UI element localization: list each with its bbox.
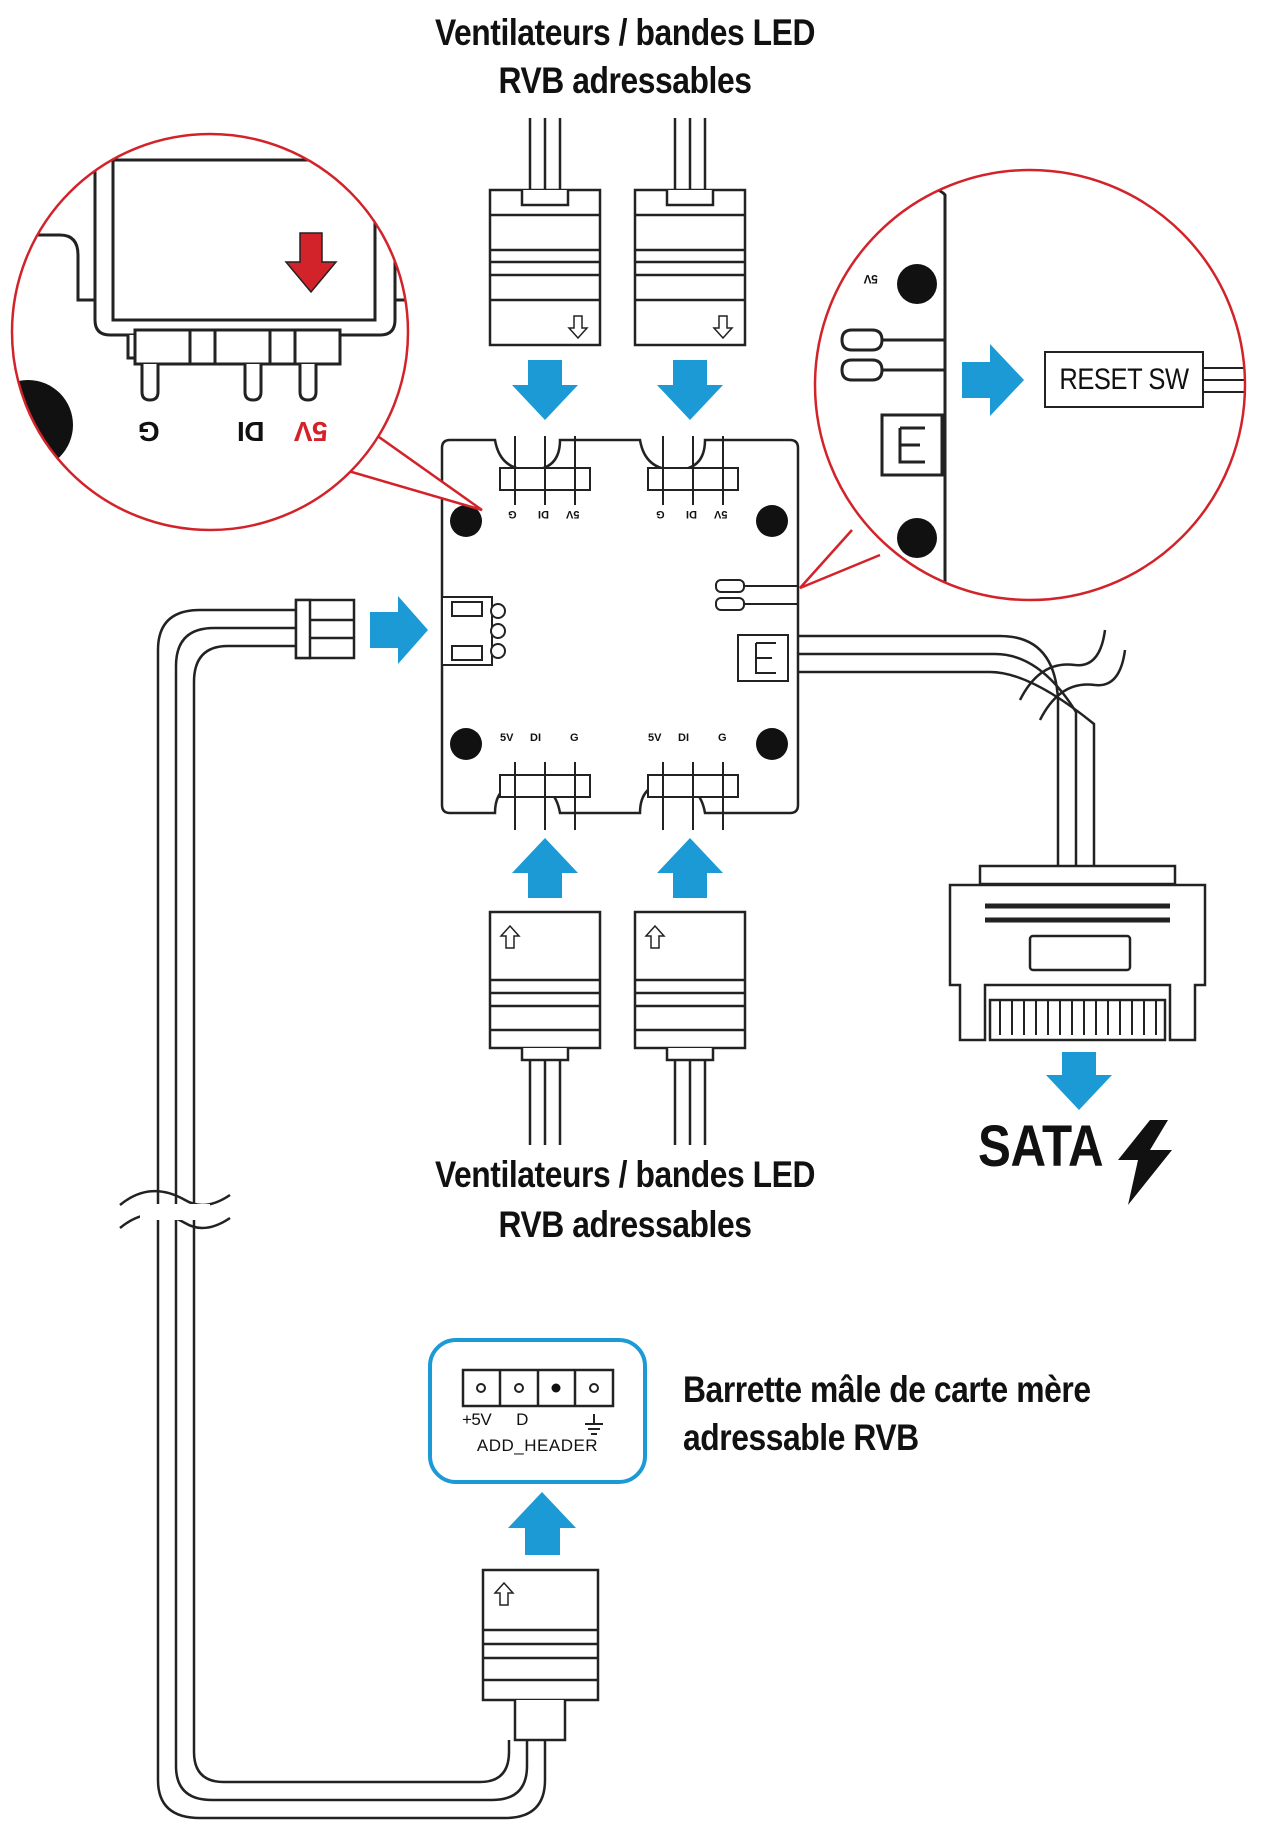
- hub-pin-label: G: [508, 508, 517, 520]
- top-plug-left: [488, 118, 602, 347]
- arrow-up-icon: [499, 924, 521, 949]
- header-name: ADD_HEADER: [476, 1436, 599, 1455]
- hub-pin-label: DI: [686, 508, 697, 520]
- bottom-plug-right: [633, 910, 747, 1145]
- arrow-up-icon: [644, 924, 666, 949]
- header-caption-line2: adressable RVB: [683, 1417, 919, 1458]
- arrow-down-icon: [1046, 1052, 1112, 1110]
- hub-pin-label: DI: [538, 508, 549, 520]
- arrow-right-icon: [962, 344, 1024, 416]
- pin-header-bottom-left: [499, 762, 591, 830]
- hub-input-socket: [441, 596, 506, 666]
- hub-pin-label: 5V: [648, 732, 662, 744]
- header-plug: [481, 1568, 600, 1742]
- hub-pin-label: G: [570, 732, 579, 744]
- hub-pin-label: 5V: [566, 508, 580, 520]
- top-caption-line2: RVB adressables: [498, 60, 752, 101]
- mount-hole: [756, 505, 788, 537]
- pin-header-top-left: [499, 436, 591, 505]
- zoom-pin-5v: 5V: [294, 416, 328, 447]
- reset-sw-label: RESET SW: [1059, 363, 1189, 396]
- ground-icon: [585, 1414, 603, 1435]
- header-pin-d: D: [516, 1410, 528, 1429]
- zoom-pin-5v-right: 5V: [864, 272, 878, 286]
- input-cable: [156, 608, 547, 1820]
- top-plug-right: [633, 118, 747, 347]
- bottom-plug-left: [488, 910, 602, 1145]
- hub-reset-socket: [715, 579, 798, 611]
- sata-label: SATA: [978, 1114, 1104, 1179]
- arrow-up-icon: [493, 1581, 515, 1606]
- blue-arrows: [370, 360, 1112, 1555]
- motherboard-header: [428, 1338, 647, 1484]
- cable-break-right: [1018, 629, 1127, 721]
- mount-hole: [450, 505, 482, 537]
- zoom-pin-di: DI: [237, 416, 265, 447]
- bottom-caption-line1: Ventilateurs / bandes LED: [434, 1154, 816, 1195]
- hub-pin-label: G: [718, 732, 727, 744]
- header-caption-line1: Barrette mâle de carte mère: [683, 1369, 1091, 1410]
- hub-pin-label: G: [656, 508, 665, 520]
- hub-pin-label: DI: [530, 732, 541, 744]
- arrow-down-icon: [284, 232, 338, 294]
- hub-pin-label: DI: [678, 732, 689, 744]
- top-caption-line1: Ventilateurs / bandes LED: [434, 12, 816, 53]
- mount-hole: [450, 728, 482, 760]
- arrow-down-icon: [712, 315, 734, 340]
- zoom-left: [10, 132, 483, 532]
- sata-connector: [948, 864, 1207, 1042]
- arrow-down-icon: [567, 315, 589, 340]
- input-plug: [294, 598, 356, 660]
- zoom-pin-g: G: [138, 416, 160, 447]
- hub-sata-socket: [737, 634, 789, 682]
- arrow-down-icon: [512, 360, 578, 420]
- hub-board: [440, 436, 800, 830]
- lightning-icon: [1118, 1120, 1172, 1205]
- bottom-caption-line2: RVB adressables: [498, 1204, 752, 1245]
- arrow-down-icon: [657, 360, 723, 420]
- cable-break-gap-left: [140, 1204, 210, 1220]
- pin-header-top-right: [647, 436, 739, 505]
- arrow-right-icon: [370, 596, 428, 664]
- mount-hole: [756, 728, 788, 760]
- arrow-up-icon: [657, 838, 723, 898]
- cable-break-left: [119, 1189, 231, 1230]
- hub-pin-label: 5V: [500, 732, 514, 744]
- header-pin-5v: +5V: [462, 1410, 492, 1429]
- hub-pin-label: 5V: [714, 508, 728, 520]
- pin-header-bottom-right: [647, 762, 739, 830]
- arrow-up-icon: [508, 1492, 576, 1555]
- arrow-up-icon: [512, 838, 578, 898]
